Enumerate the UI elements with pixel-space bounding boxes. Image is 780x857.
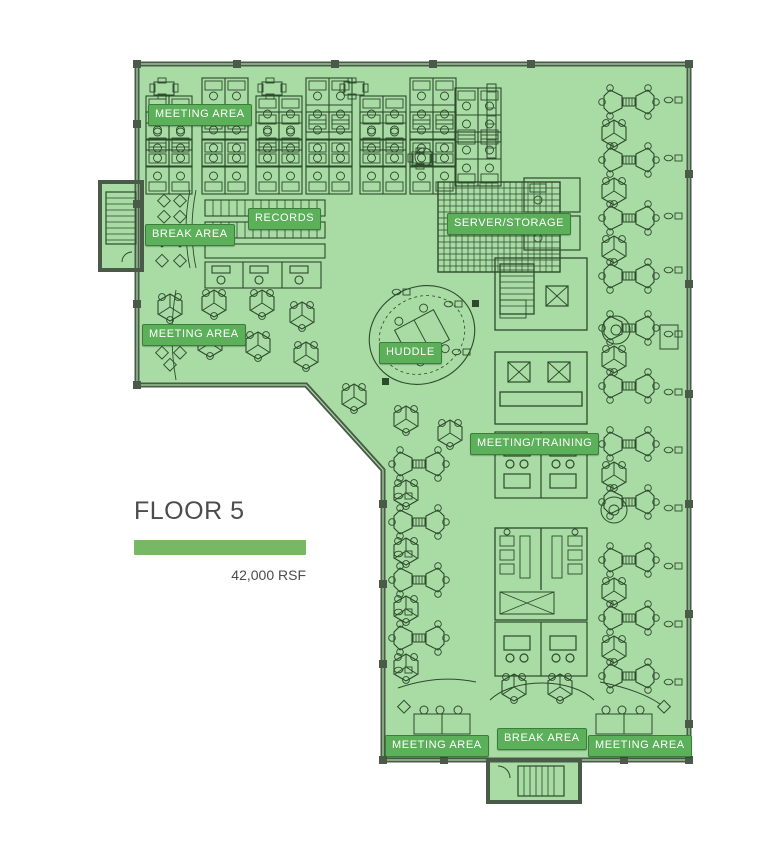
room-label-break-area-left[interactable]: BREAK AREA <box>145 224 235 246</box>
wall-inner-line <box>136 63 690 761</box>
workstation-block-topright <box>598 84 683 694</box>
building-core <box>437 177 588 677</box>
room-label-server-storage[interactable]: SERVER/STORAGE <box>447 213 572 235</box>
legend-floor-title: FLOOR 5 <box>134 497 245 525</box>
stair-bumpout-left <box>98 180 144 272</box>
workstation-block-topleft <box>145 77 502 195</box>
floor-slab <box>100 64 689 802</box>
room-label-meeting-area-bottom-left[interactable]: MEETING AREA <box>385 735 489 757</box>
room-label-break-area-bottom[interactable]: BREAK AREA <box>497 728 587 750</box>
column-ticks <box>133 60 693 764</box>
bottom-amenity-band <box>396 673 672 735</box>
room-label-meeting-area-mid-left[interactable]: MEETING AREA <box>142 324 246 346</box>
stair-bumpout-bottom <box>486 758 582 804</box>
furniture-layer <box>145 77 683 735</box>
legend-area-value: 42,000 RSF <box>231 567 306 583</box>
room-label-meeting-training[interactable]: MEETING/TRAINING <box>470 433 600 455</box>
legend-color-swatch <box>134 540 306 555</box>
room-label-meeting-area-bottom-right[interactable]: MEETING AREA <box>588 735 692 757</box>
room-label-records[interactable]: RECORDS <box>248 208 322 230</box>
floor-legend: FLOOR 5 42,000 RSF <box>134 497 314 583</box>
room-label-huddle[interactable]: HUDDLE <box>379 342 442 364</box>
room-label-meeting-area-top-left[interactable]: MEETING AREA <box>148 104 252 126</box>
